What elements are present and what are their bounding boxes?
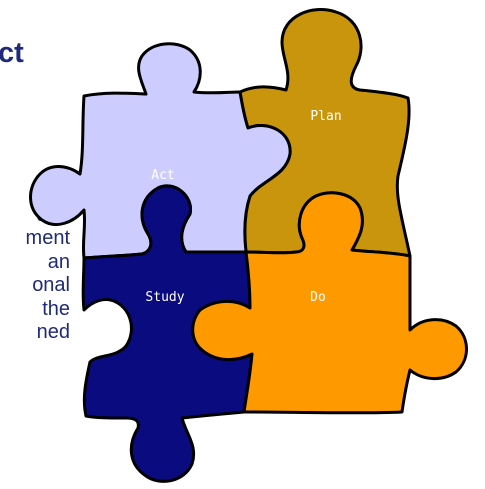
body-line: an <box>47 250 70 273</box>
body-line: ned <box>36 321 70 343</box>
puzzle-label-act: Act <box>151 168 174 183</box>
body-line: the <box>42 297 70 320</box>
slide-title: ct <box>0 37 24 69</box>
puzzle-label-study: Study <box>145 290 184 305</box>
puzzle-piece-do <box>191 191 468 415</box>
body-line: onal <box>32 274 70 296</box>
puzzle-label-plan: Plan <box>310 109 341 124</box>
puzzle-label-do: Do <box>310 290 326 305</box>
body-line: ment <box>25 227 70 249</box>
